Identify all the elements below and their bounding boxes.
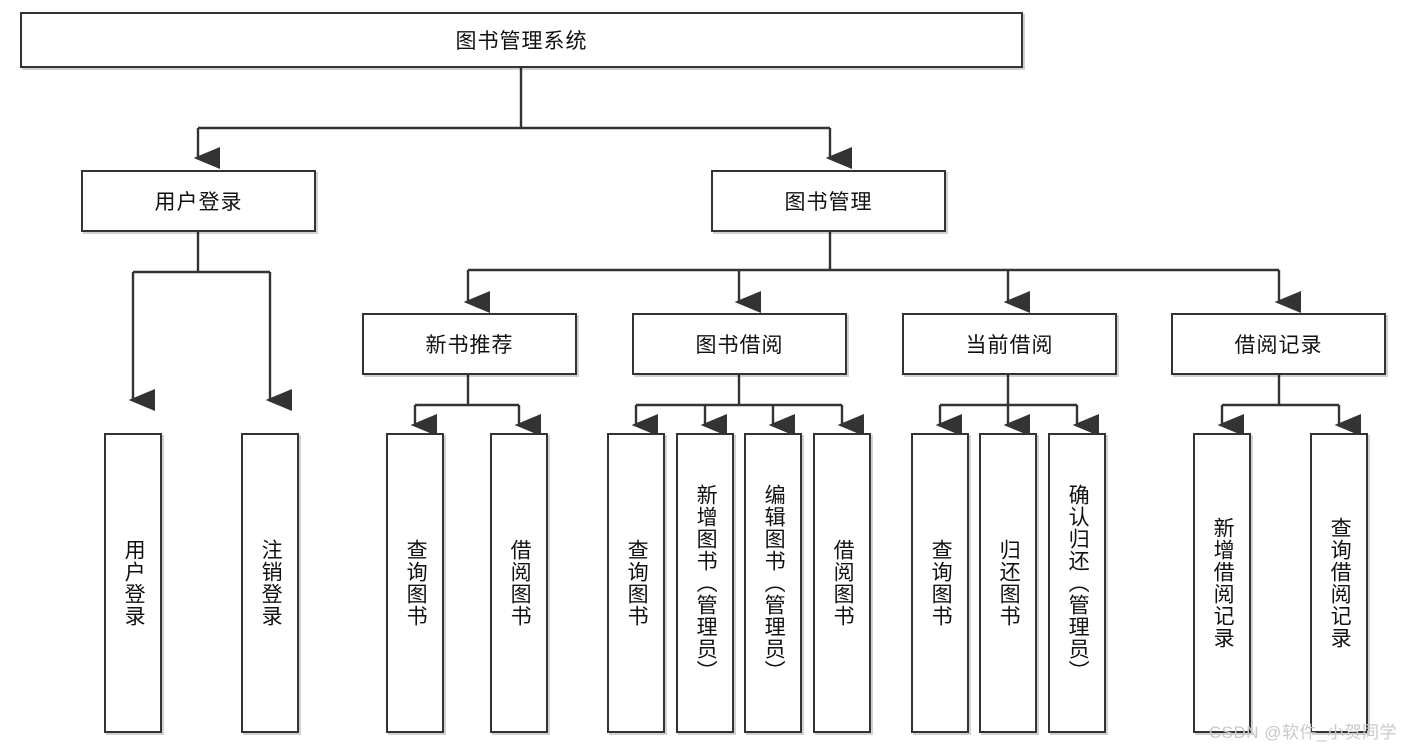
leaf-label: 注销登录 <box>259 539 283 627</box>
node-user-login[interactable]: 用户登录 <box>81 170 316 232</box>
leaf-label: 确认归还（管理员） <box>1066 484 1090 682</box>
leaf-newbook-query-book[interactable]: 查询图书 <box>386 433 444 733</box>
leaf-label: 用户登录 <box>122 539 146 627</box>
node-book-management[interactable]: 图书管理 <box>711 170 946 232</box>
leaf-user-login-signout[interactable]: 注销登录 <box>241 433 299 733</box>
leaf-label: 查询图书 <box>929 539 953 627</box>
leaf-user-login-signin[interactable]: 用户登录 <box>104 433 162 733</box>
leaf-label: 借阅图书 <box>831 539 855 627</box>
leaf-bookborrow-query-book[interactable]: 查询图书 <box>607 433 665 733</box>
leaf-bookborrow-borrow-book[interactable]: 借阅图书 <box>813 433 871 733</box>
leaf-label: 查询图书 <box>404 539 428 627</box>
watermark-text: CSDN @软件_小贺同学 <box>1208 723 1397 742</box>
leaf-borrowrecord-query-record[interactable]: 查询借阅记录 <box>1310 433 1368 733</box>
node-book-borrow[interactable]: 图书借阅 <box>632 313 847 375</box>
leaf-currentborrow-query-book[interactable]: 查询图书 <box>911 433 969 733</box>
leaf-bookborrow-edit-book-admin[interactable]: 编辑图书（管理员） <box>744 433 802 733</box>
node-root-system[interactable]: 图书管理系统 <box>20 12 1023 68</box>
leaf-label: 查询图书 <box>625 539 649 627</box>
leaf-currentborrow-return-book[interactable]: 归还图书 <box>979 433 1037 733</box>
leaf-label: 新增借阅记录 <box>1211 517 1235 649</box>
leaf-newbook-borrow-book[interactable]: 借阅图书 <box>490 433 548 733</box>
leaf-label: 新增图书（管理员） <box>694 484 718 682</box>
leaf-currentborrow-confirm-return-admin[interactable]: 确认归还（管理员） <box>1048 433 1106 733</box>
node-new-book-recommend[interactable]: 新书推荐 <box>362 313 577 375</box>
leaf-label: 借阅图书 <box>508 539 532 627</box>
leaf-bookborrow-add-book-admin[interactable]: 新增图书（管理员） <box>676 433 734 733</box>
leaf-label: 查询借阅记录 <box>1328 517 1352 649</box>
node-borrow-record[interactable]: 借阅记录 <box>1171 313 1386 375</box>
leaf-borrowrecord-add-record[interactable]: 新增借阅记录 <box>1193 433 1251 733</box>
leaf-label: 编辑图书（管理员） <box>762 484 786 682</box>
leaf-label: 归还图书 <box>997 539 1021 627</box>
node-current-borrow[interactable]: 当前借阅 <box>902 313 1117 375</box>
